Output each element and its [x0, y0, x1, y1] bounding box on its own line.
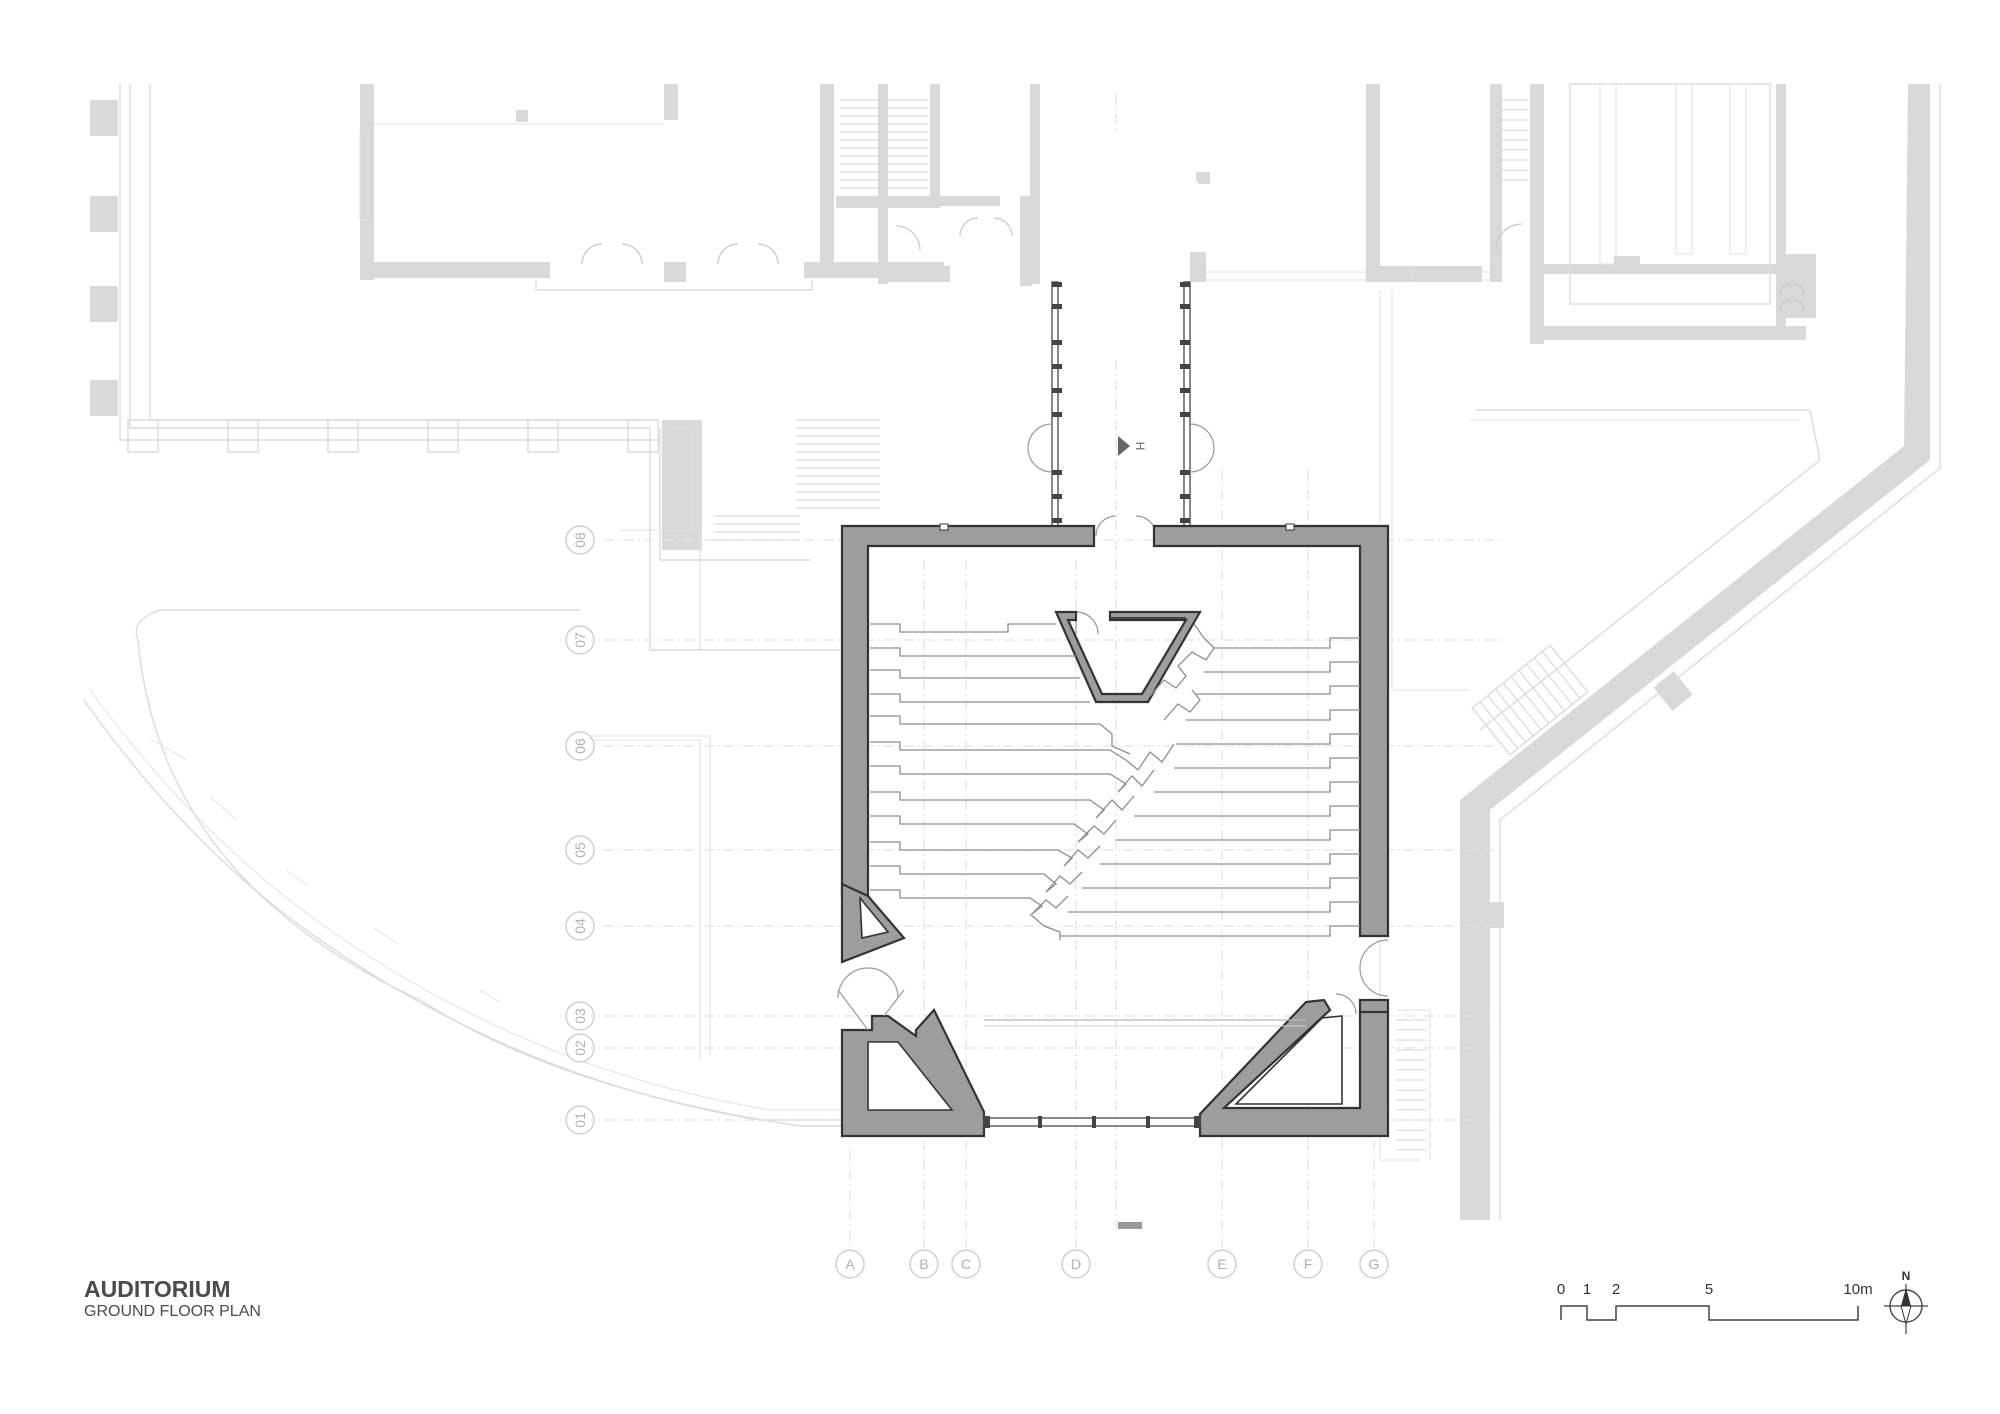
grid-label-column-e: E: [1217, 1256, 1226, 1272]
auditorium-doors: [837, 611, 1389, 1031]
grid-label-column-g: G: [1369, 1256, 1380, 1272]
context-stair-left: [796, 419, 880, 509]
entrance-corridor: H: [1027, 94, 1215, 1230]
grid-label-row-07: 07: [572, 632, 588, 648]
grid-bubble-column-c: C: [951, 1249, 981, 1279]
section-marker-label: H: [1133, 442, 1147, 451]
grid-bubble-row-01: 01: [565, 1105, 595, 1135]
grid-bubble-column-e: E: [1207, 1249, 1237, 1279]
grid-label-column-b: B: [919, 1256, 928, 1272]
scale-label-2: 2: [1612, 1281, 1620, 1298]
grid-bubble-row-06: 06: [565, 731, 595, 761]
grid-label-row-03: 03: [572, 1008, 588, 1024]
context-stair-right: [1502, 99, 1528, 181]
grid-bubble-row-08: 08: [565, 525, 595, 555]
scale-label-5: 5: [1705, 1281, 1713, 1298]
scale-bar: 0 1 2 5 10m: [1557, 1281, 1873, 1321]
structural-grid: A B C D E F G 01: [565, 470, 1500, 1279]
grid-bubble-column-f: F: [1293, 1249, 1323, 1279]
seating-rows: [870, 623, 1360, 940]
grid-bubble-column-b: B: [909, 1249, 939, 1279]
grid-bubble-column-d: D: [1061, 1249, 1091, 1279]
grid-bubble-row-03: 03: [565, 1001, 595, 1031]
grid-bubble-column-a: A: [835, 1249, 865, 1279]
grid-label-column-c: C: [961, 1256, 971, 1272]
grid-label-row-05: 05: [572, 842, 588, 858]
context-buildings: [83, 83, 1941, 1220]
auditorium-walls: [840, 523, 1390, 1138]
grid-label-row-06: 06: [572, 738, 588, 754]
context-stair-left-lower: [714, 515, 800, 541]
context-stair-top: [840, 99, 928, 189]
grid-label-row-08: 08: [572, 532, 588, 548]
title-block: AUDITORIUM GROUND FLOOR PLAN: [84, 1276, 261, 1322]
grid-label-row-02: 02: [572, 1040, 588, 1056]
north-arrow-icon: [1901, 1288, 1911, 1306]
grid-bubble-row-05: 05: [565, 835, 595, 865]
grid-bubble-row-07: 07: [565, 625, 595, 655]
north-arrow: N: [1884, 1269, 1928, 1334]
grid-bubble-row-04: 04: [565, 911, 595, 941]
grid-label-column-f: F: [1304, 1256, 1313, 1272]
scale-label-1: 1: [1583, 1281, 1591, 1298]
grid-label-row-04: 04: [572, 918, 588, 934]
drawing-title: AUDITORIUM: [84, 1276, 231, 1302]
control-booth: [1054, 610, 1202, 704]
context-steps-right: [1396, 1019, 1426, 1151]
grid-label-column-a: A: [845, 1256, 855, 1272]
grid-label-row-01: 01: [572, 1112, 588, 1128]
scale-label-0: 0: [1557, 1281, 1565, 1298]
context-stair-diagonal: [1471, 644, 1589, 756]
grid-bubble-row-02: 02: [565, 1033, 595, 1063]
section-marker-h: H: [1118, 436, 1147, 456]
grid-label-column-d: D: [1071, 1256, 1081, 1272]
north-arrow-label: N: [1902, 1269, 1911, 1283]
grid-bubble-column-g: G: [1359, 1249, 1389, 1279]
scale-label-10m: 10m: [1843, 1281, 1872, 1298]
drawing-subtitle: GROUND FLOOR PLAN: [84, 1303, 261, 1320]
